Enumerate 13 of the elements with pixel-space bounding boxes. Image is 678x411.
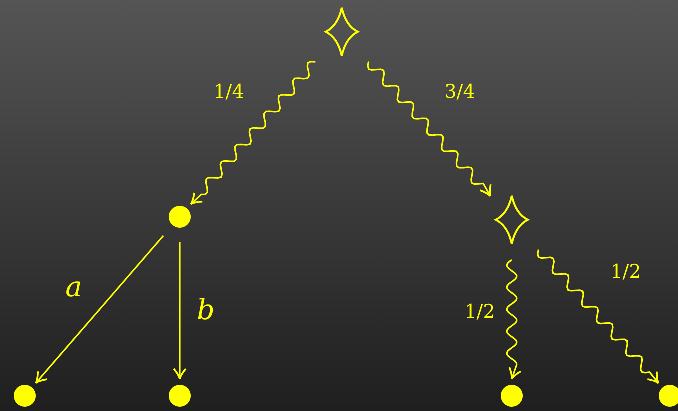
diamond-shape — [495, 195, 529, 245]
edge-label: b — [197, 294, 215, 326]
dot — [169, 206, 191, 228]
edge-label: 1/2 — [610, 261, 642, 283]
edge-label: a — [66, 270, 82, 304]
dot — [659, 385, 678, 407]
dot — [14, 385, 36, 407]
dot — [501, 385, 523, 407]
edge-label: 1/4 — [214, 81, 244, 103]
edge-label: 3/4 — [444, 81, 476, 103]
edge-label: 1/2 — [464, 301, 496, 323]
diamond-shape — [325, 7, 359, 57]
dot — [169, 385, 191, 407]
